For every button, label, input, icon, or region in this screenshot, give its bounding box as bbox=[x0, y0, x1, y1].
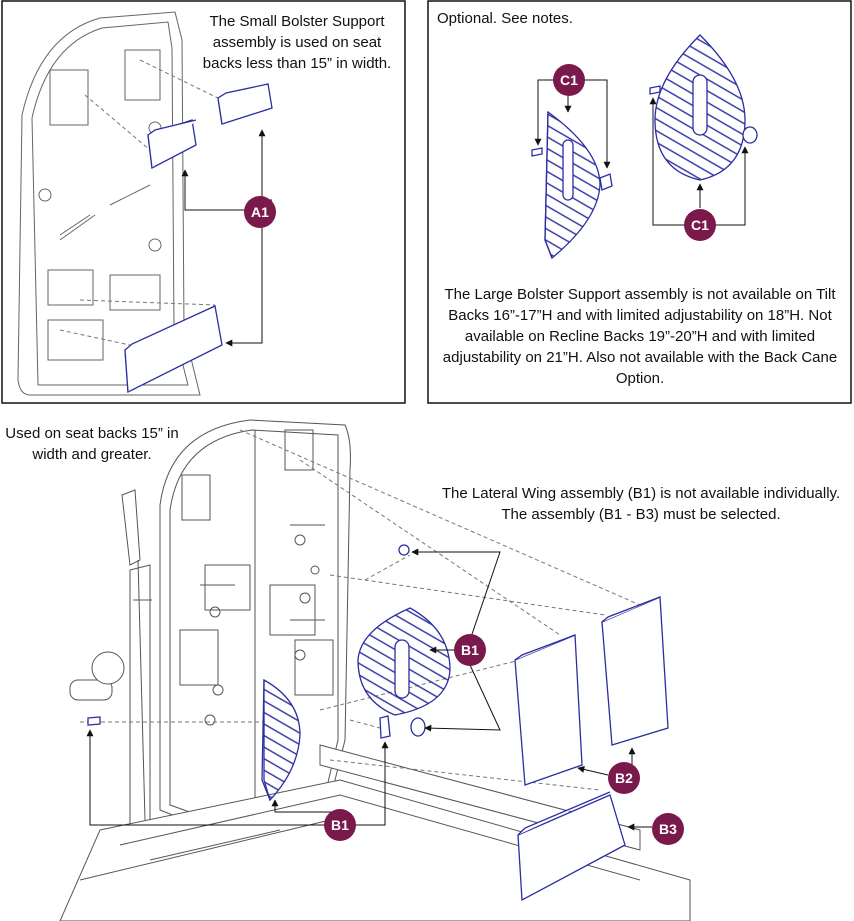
pad-b2 bbox=[514, 596, 669, 786]
side-mechanism bbox=[69, 489, 152, 826]
leader-lines-c1 bbox=[534, 79, 749, 226]
small-bolster-lower bbox=[124, 305, 223, 394]
svg-text:B1: B1 bbox=[461, 642, 479, 658]
lateral-wing-front bbox=[357, 544, 451, 737]
lateral-wing-note: The Lateral Wing assembly (B1) is not av… bbox=[441, 485, 841, 523]
leader-lines-a1 bbox=[181, 129, 272, 347]
callout-b3: B3 bbox=[652, 813, 684, 845]
svg-text:C1: C1 bbox=[560, 72, 578, 88]
large-bolster-note: The Large Bolster Support assembly is no… bbox=[442, 286, 838, 387]
panel-large-bolster bbox=[427, 0, 852, 404]
large-bolster-front bbox=[649, 34, 758, 181]
callout-c1-bottom: C1 bbox=[684, 209, 716, 241]
small-bolster-note: The Small Bolster Support assembly is us… bbox=[202, 13, 392, 72]
svg-text:B3: B3 bbox=[659, 821, 677, 837]
svg-text:B2: B2 bbox=[615, 770, 633, 786]
leader-lines-b bbox=[86, 548, 652, 831]
optional-header: Optional. See notes. bbox=[437, 10, 573, 27]
seat-width-note: Used on seat backs 15” in width and grea… bbox=[5, 425, 179, 463]
panel-small-bolster bbox=[1, 0, 406, 404]
svg-text:C1: C1 bbox=[691, 217, 709, 233]
dashed-guides-b bbox=[80, 429, 641, 791]
callout-b1-wing: B1 bbox=[454, 634, 486, 666]
callout-b2: B2 bbox=[608, 762, 640, 794]
callout-c1-top: C1 bbox=[553, 64, 585, 96]
dashed-guides-a bbox=[59, 59, 223, 346]
pad-b3 bbox=[517, 791, 626, 902]
seat-frame bbox=[159, 419, 351, 831]
svg-text:A1: A1 bbox=[251, 204, 269, 220]
lateral-wing-side bbox=[87, 678, 391, 802]
callout-a1: A1 bbox=[244, 196, 276, 228]
callout-b1-hardware: B1 bbox=[324, 809, 356, 841]
small-bolster-upper bbox=[147, 83, 273, 170]
large-bolster-side bbox=[531, 110, 613, 260]
svg-text:B1: B1 bbox=[331, 817, 349, 833]
